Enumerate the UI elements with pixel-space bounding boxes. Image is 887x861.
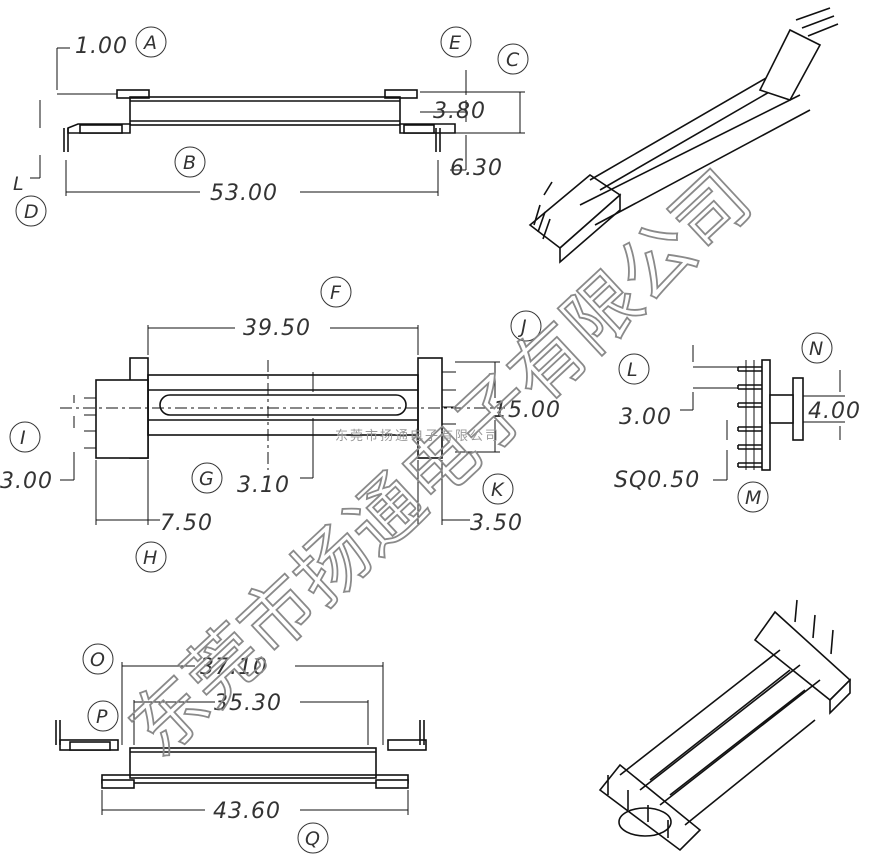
top-view	[60, 357, 505, 470]
callout-o: O	[82, 643, 114, 675]
callout-l: L	[618, 353, 650, 385]
dim-3-10: 3.10	[237, 473, 290, 498]
dim-43-60: 43.60	[213, 799, 281, 824]
callout-j: J	[510, 310, 542, 342]
svg-text:N: N	[809, 338, 823, 360]
svg-text:H: H	[143, 547, 157, 569]
svg-text:P: P	[96, 706, 108, 728]
isometric-view-top	[528, 7, 839, 264]
svg-text:A: A	[142, 32, 157, 54]
svg-text:I: I	[20, 427, 26, 449]
dim-15-00: 15.00	[493, 398, 561, 423]
callout-a: A	[135, 26, 167, 58]
dim-7-50: 7.50	[160, 511, 213, 536]
label-l-small: L	[13, 173, 24, 195]
dim-35-30: 35.30	[214, 691, 282, 716]
svg-text:J: J	[517, 316, 527, 338]
side-view	[63, 89, 456, 152]
dim-3-50: 3.50	[470, 511, 523, 536]
watermark-small: 东莞市扬通电子有限公司	[335, 428, 500, 444]
end-view-dimensions	[680, 345, 845, 481]
bottom-view	[55, 720, 427, 789]
svg-text:C: C	[506, 49, 520, 71]
callout-k: K	[482, 473, 514, 505]
dim-4-00: 4.00	[808, 399, 861, 424]
dim-53-00: 53.00	[210, 181, 278, 206]
svg-text:G: G	[199, 468, 214, 490]
dim-sq0-50: SQ0.50	[614, 468, 700, 493]
callout-b: B	[174, 146, 206, 178]
svg-text:K: K	[491, 479, 505, 501]
dim-3-80: 3.80	[433, 99, 486, 124]
callout-h: H	[135, 541, 167, 573]
top-view-dimensions	[60, 325, 500, 525]
isometric-view-bottom	[598, 599, 852, 852]
svg-text:L: L	[627, 359, 638, 381]
callout-c: C	[497, 43, 529, 75]
dim-3-00-right: 3.00	[619, 405, 672, 430]
end-view	[737, 359, 804, 471]
callout-g: G	[191, 462, 223, 494]
side-view-dimensions	[30, 47, 525, 196]
svg-text:O: O	[90, 649, 105, 671]
callout-p: P	[87, 700, 119, 732]
dim-3-00-left: 3.00	[0, 469, 53, 494]
bottom-view-dimensions	[101, 662, 409, 815]
svg-text:Q: Q	[305, 828, 320, 850]
svg-text:D: D	[24, 201, 39, 223]
callout-e: E	[440, 26, 472, 58]
dim-37-10: 37.10	[200, 655, 268, 680]
svg-text:B: B	[183, 152, 196, 174]
dim-39-50: 39.50	[243, 316, 311, 341]
callout-f: F	[320, 276, 352, 308]
svg-text:E: E	[449, 32, 461, 54]
callout-d: D	[15, 195, 47, 227]
callout-i: I	[9, 421, 41, 453]
callout-q: Q	[297, 822, 329, 854]
callout-m: M	[737, 481, 769, 513]
dim-6-30: 6.30	[450, 156, 503, 181]
svg-text:M: M	[745, 487, 761, 509]
callout-n: N	[801, 332, 833, 364]
svg-text:F: F	[330, 282, 342, 304]
dim-1-00: 1.00	[75, 34, 128, 59]
